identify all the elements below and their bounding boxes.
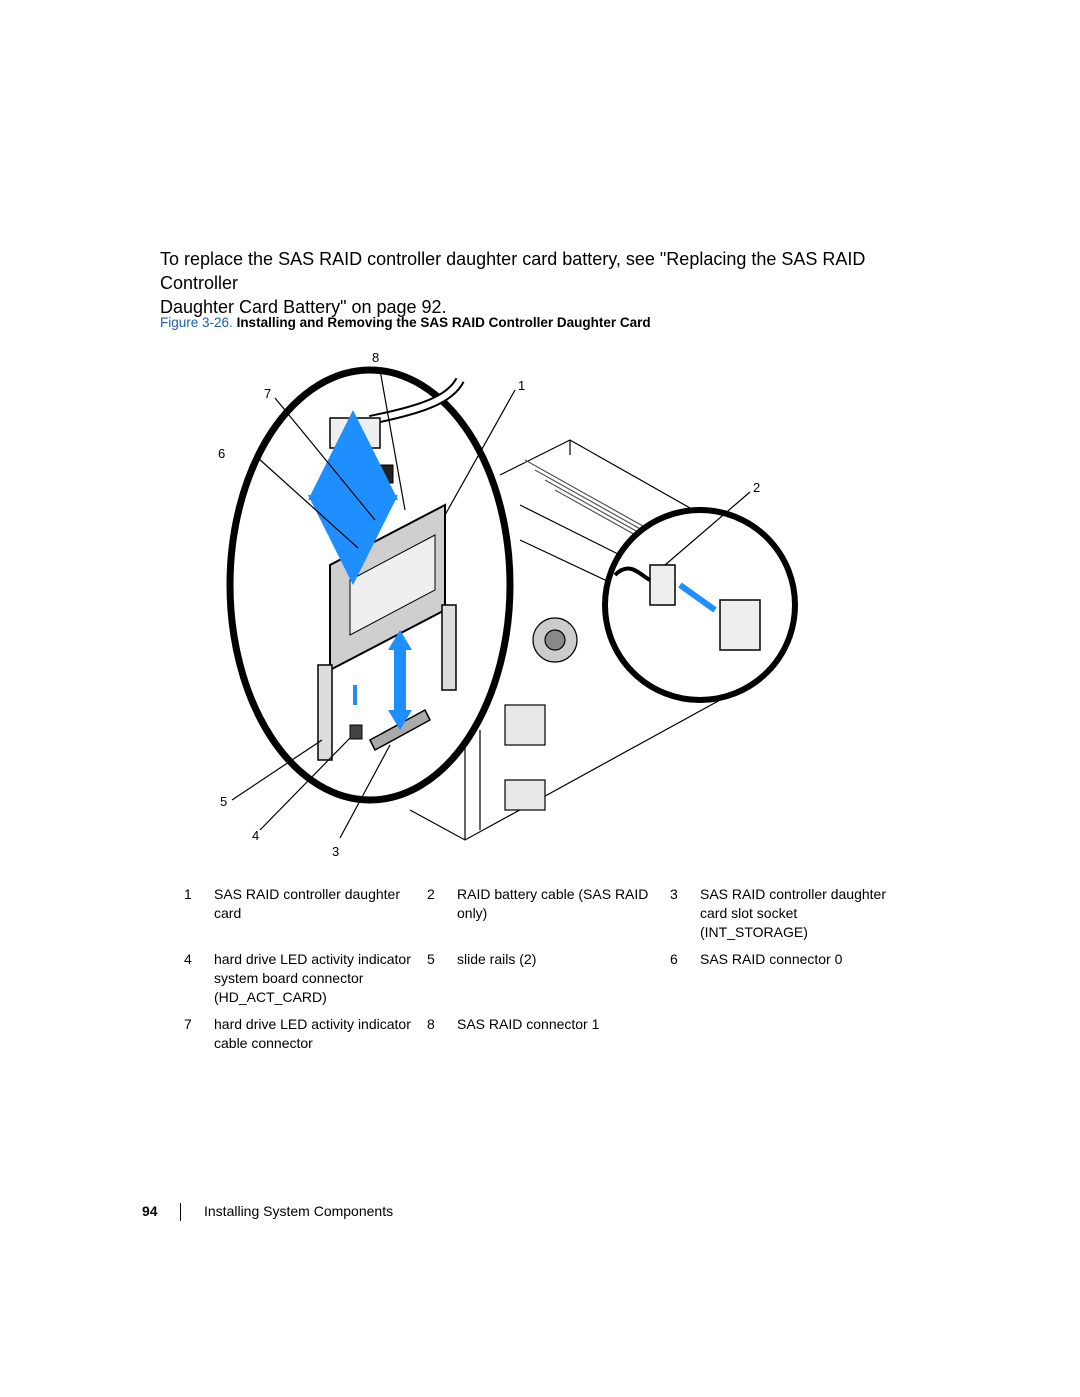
raid-card-installation-diagram: 8 1 7 6 2 5 4 3 [218,350,798,859]
callout-5: 5 [220,794,227,809]
legend-number: 2 [427,886,435,902]
page-number: 94 [142,1203,158,1219]
legend-number: 1 [184,886,192,902]
legend-item: 3 SAS RAID controller daughter card slot… [670,885,913,942]
callout-3: 3 [332,844,339,859]
callout-legend: 1 SAS RAID controller daughter card 2 RA… [184,885,914,1061]
legend-item: 2 RAID battery cable (SAS RAID only) [427,885,670,942]
legend-text: SAS RAID connector 1 [457,1016,600,1032]
legend-item: 8 SAS RAID connector 1 [427,1015,670,1053]
callout-4: 4 [252,828,259,843]
legend-text: SAS RAID controller daughter card slot s… [700,886,886,940]
battery-cable-detail [602,507,798,703]
intro-line-2: Daughter Card Battery" on page 92. [160,297,447,317]
intro-paragraph: To replace the SAS RAID controller daugh… [160,247,920,319]
legend-item: 1 SAS RAID controller daughter card [184,885,427,942]
callout-numbers: 8 1 7 6 2 5 4 3 [218,350,760,859]
legend-row: 4 hard drive LED activity indicator syst… [184,950,914,1007]
legend-text: RAID battery cable (SAS RAID only) [457,886,649,921]
callout-8: 8 [372,350,379,365]
legend-number: 5 [427,951,435,967]
legend-text: slide rails (2) [457,951,537,967]
legend-text: SAS RAID controller daughter card [214,886,400,921]
callout-2: 2 [753,480,760,495]
legend-text: SAS RAID connector 0 [700,951,843,967]
section-title: Installing System Components [204,1203,394,1219]
legend-item: 6 SAS RAID connector 0 [670,950,913,1007]
legend-row: 1 SAS RAID controller daughter card 2 RA… [184,885,914,942]
legend-text: hard drive LED activity indicator cable … [214,1016,411,1051]
system-chassis [409,439,721,841]
legend-number: 7 [184,1016,192,1032]
footer-divider [180,1203,181,1221]
callout-6: 6 [218,446,225,461]
figure-caption: Figure 3-26. Installing and Removing the… [160,315,651,330]
legend-row: 7 hard drive LED activity indicator cabl… [184,1015,914,1053]
legend-number: 3 [670,886,678,902]
legend-text: hard drive LED activity indicator system… [214,951,411,1005]
callout-1: 1 [518,378,525,393]
magnified-view [226,366,514,804]
legend-number: 8 [427,1016,435,1032]
legend-item: 4 hard drive LED activity indicator syst… [184,950,427,1007]
callout-leaders [231,369,751,839]
figure-illustration: 8 1 7 6 2 5 4 3 [190,340,850,860]
legend-number: 4 [184,951,192,967]
intro-line-1: To replace the SAS RAID controller daugh… [160,249,866,293]
legend-item: 5 slide rails (2) [427,950,670,1007]
callout-7: 7 [264,386,271,401]
figure-number: Figure 3-26. [160,315,233,330]
figure-title: Installing and Removing the SAS RAID Con… [236,315,651,330]
legend-item: 7 hard drive LED activity indicator cabl… [184,1015,427,1053]
legend-number: 6 [670,951,678,967]
